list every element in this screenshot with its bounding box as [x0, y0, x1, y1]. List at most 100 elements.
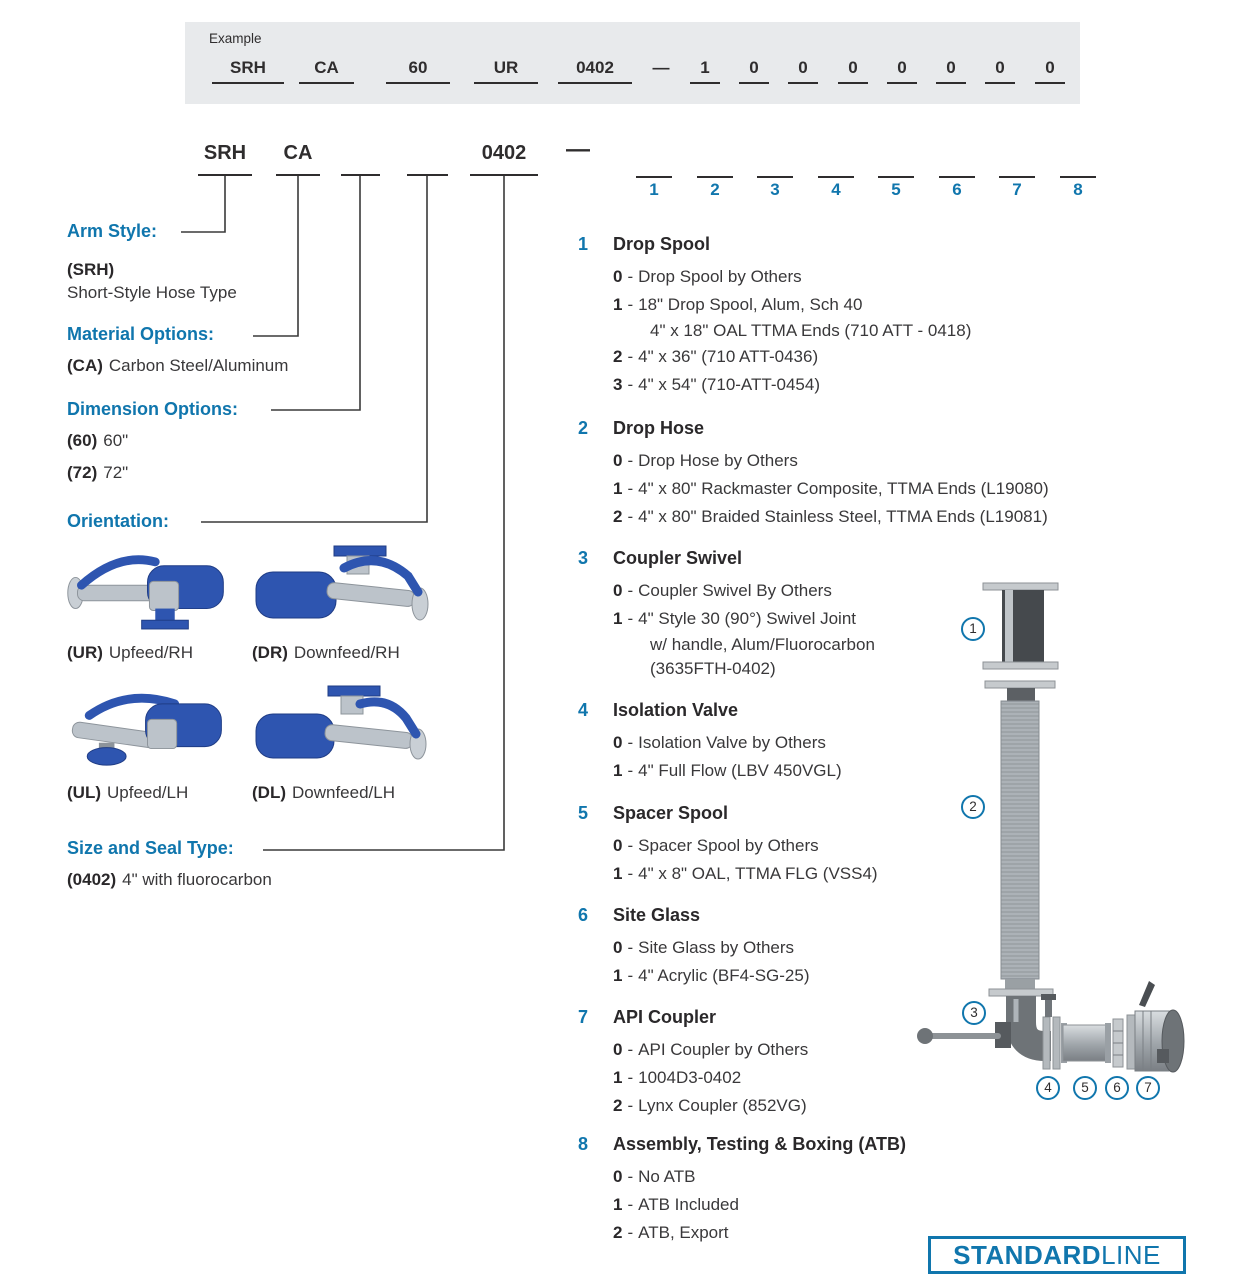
section-number: 6 [578, 905, 589, 925]
orientation-photo-downfeed-rh [255, 545, 429, 621]
section-site-glass: 6 Site Glass 0-Site Glass by Others 1-4" … [578, 903, 1228, 990]
swivel-elbow-graphic [917, 988, 1054, 1061]
section-title: Coupler Swivel [613, 548, 743, 568]
digit-slot-7 [999, 158, 1035, 178]
callout-drop-spool: 1 [961, 617, 985, 641]
example-digit-8: 0 [1035, 58, 1065, 84]
option-row: 0-Site Glass by Others [613, 938, 795, 957]
section-number: 1 [578, 234, 589, 254]
section-coupler-swivel: 3 Coupler Swivel 0-Coupler Swivel By Othe… [578, 546, 1228, 681]
section-title: Site Glass [613, 905, 701, 925]
section-title: Drop Spool [613, 234, 710, 254]
section-number: 4 [578, 700, 589, 720]
option-row: 0-Drop Hose by Others [613, 451, 798, 470]
section-title: API Coupler [613, 1007, 717, 1027]
digit-slot-1 [636, 158, 672, 178]
digit-label-2: 2 [710, 180, 720, 199]
option-row: 3-4" x 54" (710-ATT-0454) [613, 375, 820, 394]
option-row: 0-Coupler Swivel By Others [613, 581, 832, 600]
digit-label-5: 5 [891, 180, 901, 199]
part-segment-material: CA [276, 142, 320, 176]
orientation-photo-upfeed-lh [71, 693, 222, 766]
example-digit-4: 0 [838, 58, 868, 84]
digit-label-3: 3 [770, 180, 780, 199]
dimension-options-heading: Dimension Options: [67, 399, 238, 419]
digit-slot-6 [939, 158, 975, 178]
digit-label-1: 1 [649, 180, 659, 199]
option-row: 2-Lynx Coupler (852VG) [613, 1096, 807, 1115]
option-row: 1-ATB Included [613, 1195, 739, 1214]
arm-style-code: (SRH) [67, 260, 115, 279]
orientation-photo-downfeed-lh [255, 685, 427, 760]
section-title: Spacer Spool [613, 803, 729, 823]
size-seal-heading: Size and Seal Type: [67, 838, 234, 858]
section-drop-spool: 1 Drop Spool 0-Drop Spool by Others 1-18"… [578, 232, 1228, 399]
callout-site-glass: 6 [1105, 1076, 1129, 1100]
example-code-0402: 0402 [558, 58, 632, 84]
material-options-heading: Material Options: [67, 324, 215, 344]
size-seal-option: (0402)4" with fluorocarbon [67, 870, 272, 889]
option-continuation: w/ handle, Alum/Fluorocarbon [650, 635, 875, 654]
option-row: 1-18" Drop Spool, Alum, Sch 40 [613, 295, 863, 314]
option-row: 1-4" Acrylic (BF4-SG-25) [613, 966, 810, 985]
part-segment-orientation [407, 142, 448, 176]
section-api-coupler: 7 API Coupler 0-API Coupler by Others 1-1… [578, 1005, 1228, 1120]
digit-slot-3 [757, 158, 793, 178]
section-title: Assembly, Testing & Boxing (ATB) [613, 1134, 907, 1154]
option-row: 0-API Coupler by Others [613, 1040, 809, 1059]
material-option: (CA)Carbon Steel/Aluminum [67, 356, 289, 375]
section-number: 3 [578, 548, 589, 568]
digit-label-6: 6 [952, 180, 962, 199]
orientation-label-ul: (UL)Upfeed/LH [67, 783, 189, 802]
digit-slot-2 [697, 158, 733, 178]
option-row: 1-4" Style 30 (90°) Swivel Joint [613, 609, 857, 628]
section-number: 2 [578, 418, 589, 438]
callout-drop-hose: 2 [961, 795, 985, 819]
digit-slot-8 [1060, 158, 1096, 178]
section-atb: 8 Assembly, Testing & Boxing (ATB) 0-No A… [578, 1132, 1228, 1247]
example-code-srh: SRH [212, 58, 284, 84]
example-digit-3: 0 [788, 58, 818, 84]
section-number: 7 [578, 1007, 589, 1027]
section-title: Drop Hose [613, 418, 705, 438]
example-code-60: 60 [386, 58, 450, 84]
example-label: Example [209, 31, 262, 46]
callout-isolation-valve: 4 [1036, 1076, 1060, 1100]
orientation-label-ur: (UR)Upfeed/RH [67, 643, 193, 662]
digit-label-7: 7 [1012, 180, 1022, 199]
option-row: 0-No ATB [613, 1167, 696, 1186]
example-dash: — [652, 58, 670, 77]
example-code-ur: UR [474, 58, 538, 84]
drop-hose-graphic [984, 680, 1056, 989]
callout-coupler-swivel: 3 [962, 1001, 986, 1025]
callout-api-coupler: 7 [1136, 1076, 1160, 1100]
dimension-option-72: (72)72" [67, 463, 129, 482]
option-row: 1-4" Full Flow (LBV 450VGL) [613, 761, 842, 780]
option-row: 2-4" x 36" (710 ATT-0436) [613, 347, 819, 366]
example-digit-7: 0 [985, 58, 1015, 84]
orientation-photo-upfeed-rh [67, 555, 224, 630]
example-digit-6: 0 [936, 58, 966, 84]
arm-style-desc: Short-Style Hose Type [67, 283, 237, 302]
option-continuation: 4" x 18" OAL TTMA Ends (710 ATT - 0418) [650, 321, 972, 340]
arm-style-heading: Arm Style: [67, 221, 158, 241]
option-row: 1-1004D3-0402 [613, 1068, 742, 1087]
part-segment-arm-style: SRH [198, 142, 252, 176]
digit-label-8: 8 [1073, 180, 1083, 199]
digit-slot-4 [818, 158, 854, 178]
option-row: 0-Spacer Spool by Others [613, 836, 819, 855]
drop-spool-graphic [982, 582, 1059, 670]
option-row: 0-Drop Spool by Others [613, 267, 802, 286]
option-continuation: (3635FTH-0402) [650, 659, 776, 678]
digit-label-4: 4 [831, 180, 841, 199]
dimension-option-60: (60)60" [67, 431, 129, 450]
option-row: 1-4" x 8" OAL, TTMA FLG (VSS4) [613, 864, 878, 883]
section-number: 5 [578, 803, 589, 823]
section-title: Isolation Valve [613, 700, 739, 720]
section-number: 8 [578, 1134, 589, 1154]
part-segment-dimension [341, 142, 380, 176]
orientation-label-dl: (DL)Downfeed/LH [252, 783, 395, 802]
